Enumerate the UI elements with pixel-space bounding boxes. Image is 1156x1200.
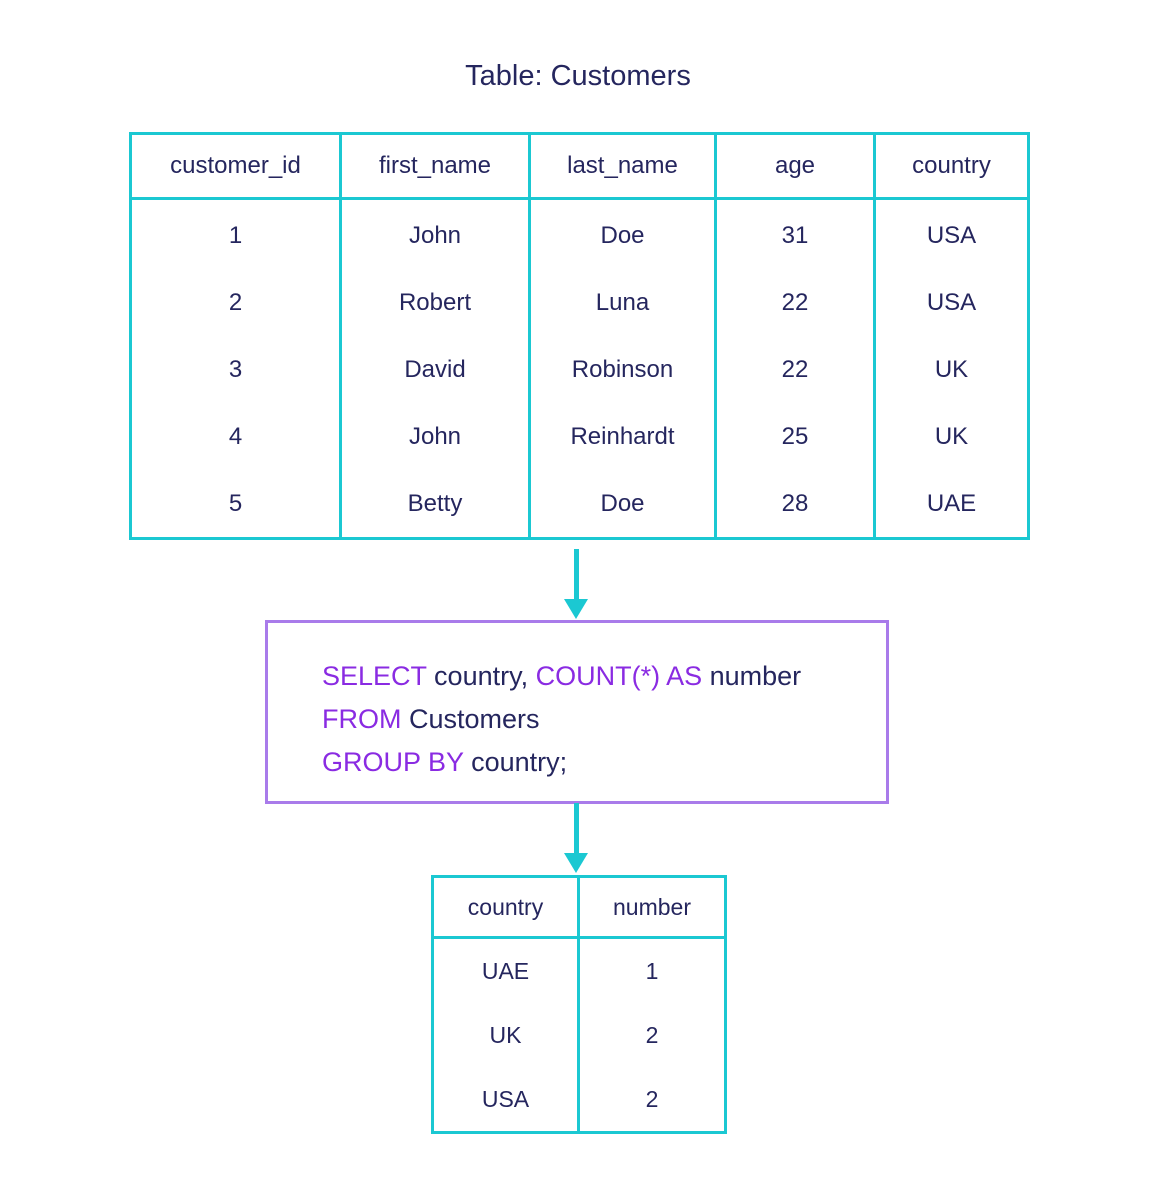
diagram-title: Table: Customers: [465, 60, 691, 92]
table-header-row: customer_id first_name last_name age cou…: [129, 133, 1030, 200]
table-header-row: country number: [431, 876, 727, 939]
sql-keyword: FROM: [322, 704, 402, 734]
table-row: USA 2: [431, 1067, 727, 1133]
sql-line-2: FROM Customers: [322, 698, 801, 741]
column-header-age: age: [714, 133, 876, 200]
table-cell: 31: [714, 198, 876, 269]
table-cell: Luna: [528, 269, 717, 336]
table-cell: Robinson: [528, 336, 717, 403]
table-cell: UK: [873, 403, 1030, 470]
table-cell: 5: [129, 470, 342, 539]
table-row: 2 Robert Luna 22 USA: [129, 269, 1030, 336]
table-cell: UK: [431, 1003, 580, 1067]
table-cell: Doe: [528, 470, 717, 539]
table-cell: USA: [873, 269, 1030, 336]
table-cell: John: [339, 198, 531, 269]
table-row: 4 John Reinhardt 25 UK: [129, 403, 1030, 470]
table-cell: 25: [714, 403, 876, 470]
table-row: 5 Betty Doe 28 UAE: [129, 470, 1030, 539]
column-header-first-name: first_name: [339, 133, 531, 200]
table-cell: 1: [129, 198, 342, 269]
table-cell: 3: [129, 336, 342, 403]
table-cell: UK: [873, 336, 1030, 403]
column-header-customer-id: customer_id: [129, 133, 342, 200]
sql-line-3: GROUP BY country;: [322, 741, 801, 784]
sql-keyword: SELECT: [322, 661, 427, 691]
sql-text: Customers: [401, 704, 540, 734]
result-table: country number UAE 1 UK 2 USA 2: [431, 875, 727, 1134]
arrow-down-line: [574, 549, 579, 601]
arrow-down-line: [574, 803, 579, 855]
sql-keyword: COUNT(*) AS: [535, 661, 703, 691]
table-cell: 2: [577, 1003, 727, 1067]
table-cell: Betty: [339, 470, 531, 539]
sql-keyword: GROUP BY: [322, 747, 464, 777]
sql-line-1: SELECT country, COUNT(*) AS number: [322, 655, 801, 698]
table-cell: Reinhardt: [528, 403, 717, 470]
table-cell: USA: [873, 198, 1030, 269]
column-header-country: country: [431, 876, 580, 939]
table-row: 1 John Doe 31 USA: [129, 198, 1030, 269]
column-header-last-name: last_name: [528, 133, 717, 200]
sql-query-code: SELECT country, COUNT(*) AS number FROM …: [322, 655, 801, 784]
table-cell: UAE: [873, 470, 1030, 539]
table-cell: John: [339, 403, 531, 470]
table-row: UAE 1: [431, 937, 727, 1003]
column-header-number: number: [577, 876, 727, 939]
table-row: 3 David Robinson 22 UK: [129, 336, 1030, 403]
table-cell: David: [339, 336, 531, 403]
sql-text: number: [702, 661, 802, 691]
table-row: UK 2: [431, 1003, 727, 1067]
table-cell: UAE: [431, 937, 580, 1003]
table-cell: 22: [714, 269, 876, 336]
table-cell: 2: [577, 1067, 727, 1133]
table-cell: USA: [431, 1067, 580, 1133]
sql-text: country,: [426, 661, 536, 691]
table-cell: Robert: [339, 269, 531, 336]
arrow-down-icon: [564, 853, 588, 873]
customers-table: customer_id first_name last_name age cou…: [129, 132, 1030, 540]
sql-query-box: SELECT country, COUNT(*) AS number FROM …: [265, 620, 889, 804]
table-cell: Doe: [528, 198, 717, 269]
table-cell: 4: [129, 403, 342, 470]
table-cell: 2: [129, 269, 342, 336]
table-cell: 22: [714, 336, 876, 403]
table-cell: 1: [577, 937, 727, 1003]
column-header-country: country: [873, 133, 1030, 200]
arrow-down-icon: [564, 599, 588, 619]
table-cell: 28: [714, 470, 876, 539]
sql-text: country;: [463, 747, 568, 777]
